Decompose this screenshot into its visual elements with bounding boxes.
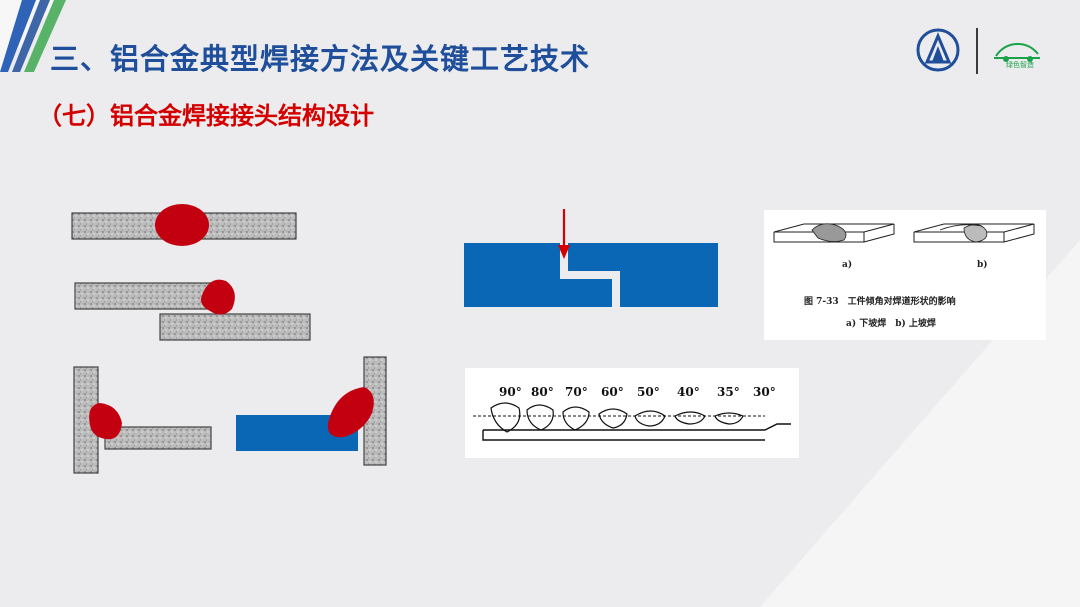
stepped-plate-right (568, 243, 718, 307)
page-title: 三、铝合金典型焊接方法及关键工艺技术 (50, 42, 591, 76)
angle-label: 70° (565, 385, 588, 399)
slope-weld-sketch (773, 223, 1035, 243)
butt-weld-bead (155, 204, 209, 246)
figure-caption: 图 7-33 工件倾角对焊道形状的影响 (804, 297, 956, 307)
sub-label-b: b) (977, 260, 988, 270)
t-weld-bead (89, 403, 122, 440)
angle-label: 35° (717, 385, 740, 399)
lap-plate-lower (159, 313, 311, 341)
brand-text: 绿色智造 (1006, 61, 1034, 69)
angle-label: 60° (601, 385, 624, 399)
arrow-head-icon (558, 245, 570, 259)
angle-label: 80° (531, 385, 554, 399)
lap-plate-upper (74, 282, 226, 310)
angle-label: 30° (753, 385, 776, 399)
stepped-plate-left (464, 243, 612, 307)
angle-label: 50° (637, 385, 660, 399)
lap-weld-bead (201, 279, 235, 315)
green-car-logo-icon (994, 42, 1040, 62)
figure-7-33-panel: a) b) 图 7-33 工件倾角对焊道形状的影响 a) 下坡焊 b) 上坡焊 (764, 210, 1046, 340)
angle-beads-panel: 90° 80° 70° 60° 50° 40° 35° 30° (465, 368, 799, 458)
company-logo-icon (916, 28, 960, 72)
sub-label-a: a) (842, 260, 853, 270)
section-subtitle: （七）铝合金焊接接头结构设计 (38, 102, 374, 130)
angle-label: 90° (499, 385, 522, 399)
corner-weld-bead (327, 387, 374, 438)
figure-caption-sub: a) 下坡焊 b) 上坡焊 (846, 319, 936, 329)
stepped-joint-diagram (464, 209, 718, 307)
angle-label: 40° (677, 385, 700, 399)
joint-diagrams (71, 204, 387, 474)
logo-divider (976, 28, 978, 74)
t-plate-horizontal (104, 426, 212, 450)
angle-beads-sketch: 90° 80° 70° 60° 50° 40° 35° 30° (473, 385, 791, 441)
